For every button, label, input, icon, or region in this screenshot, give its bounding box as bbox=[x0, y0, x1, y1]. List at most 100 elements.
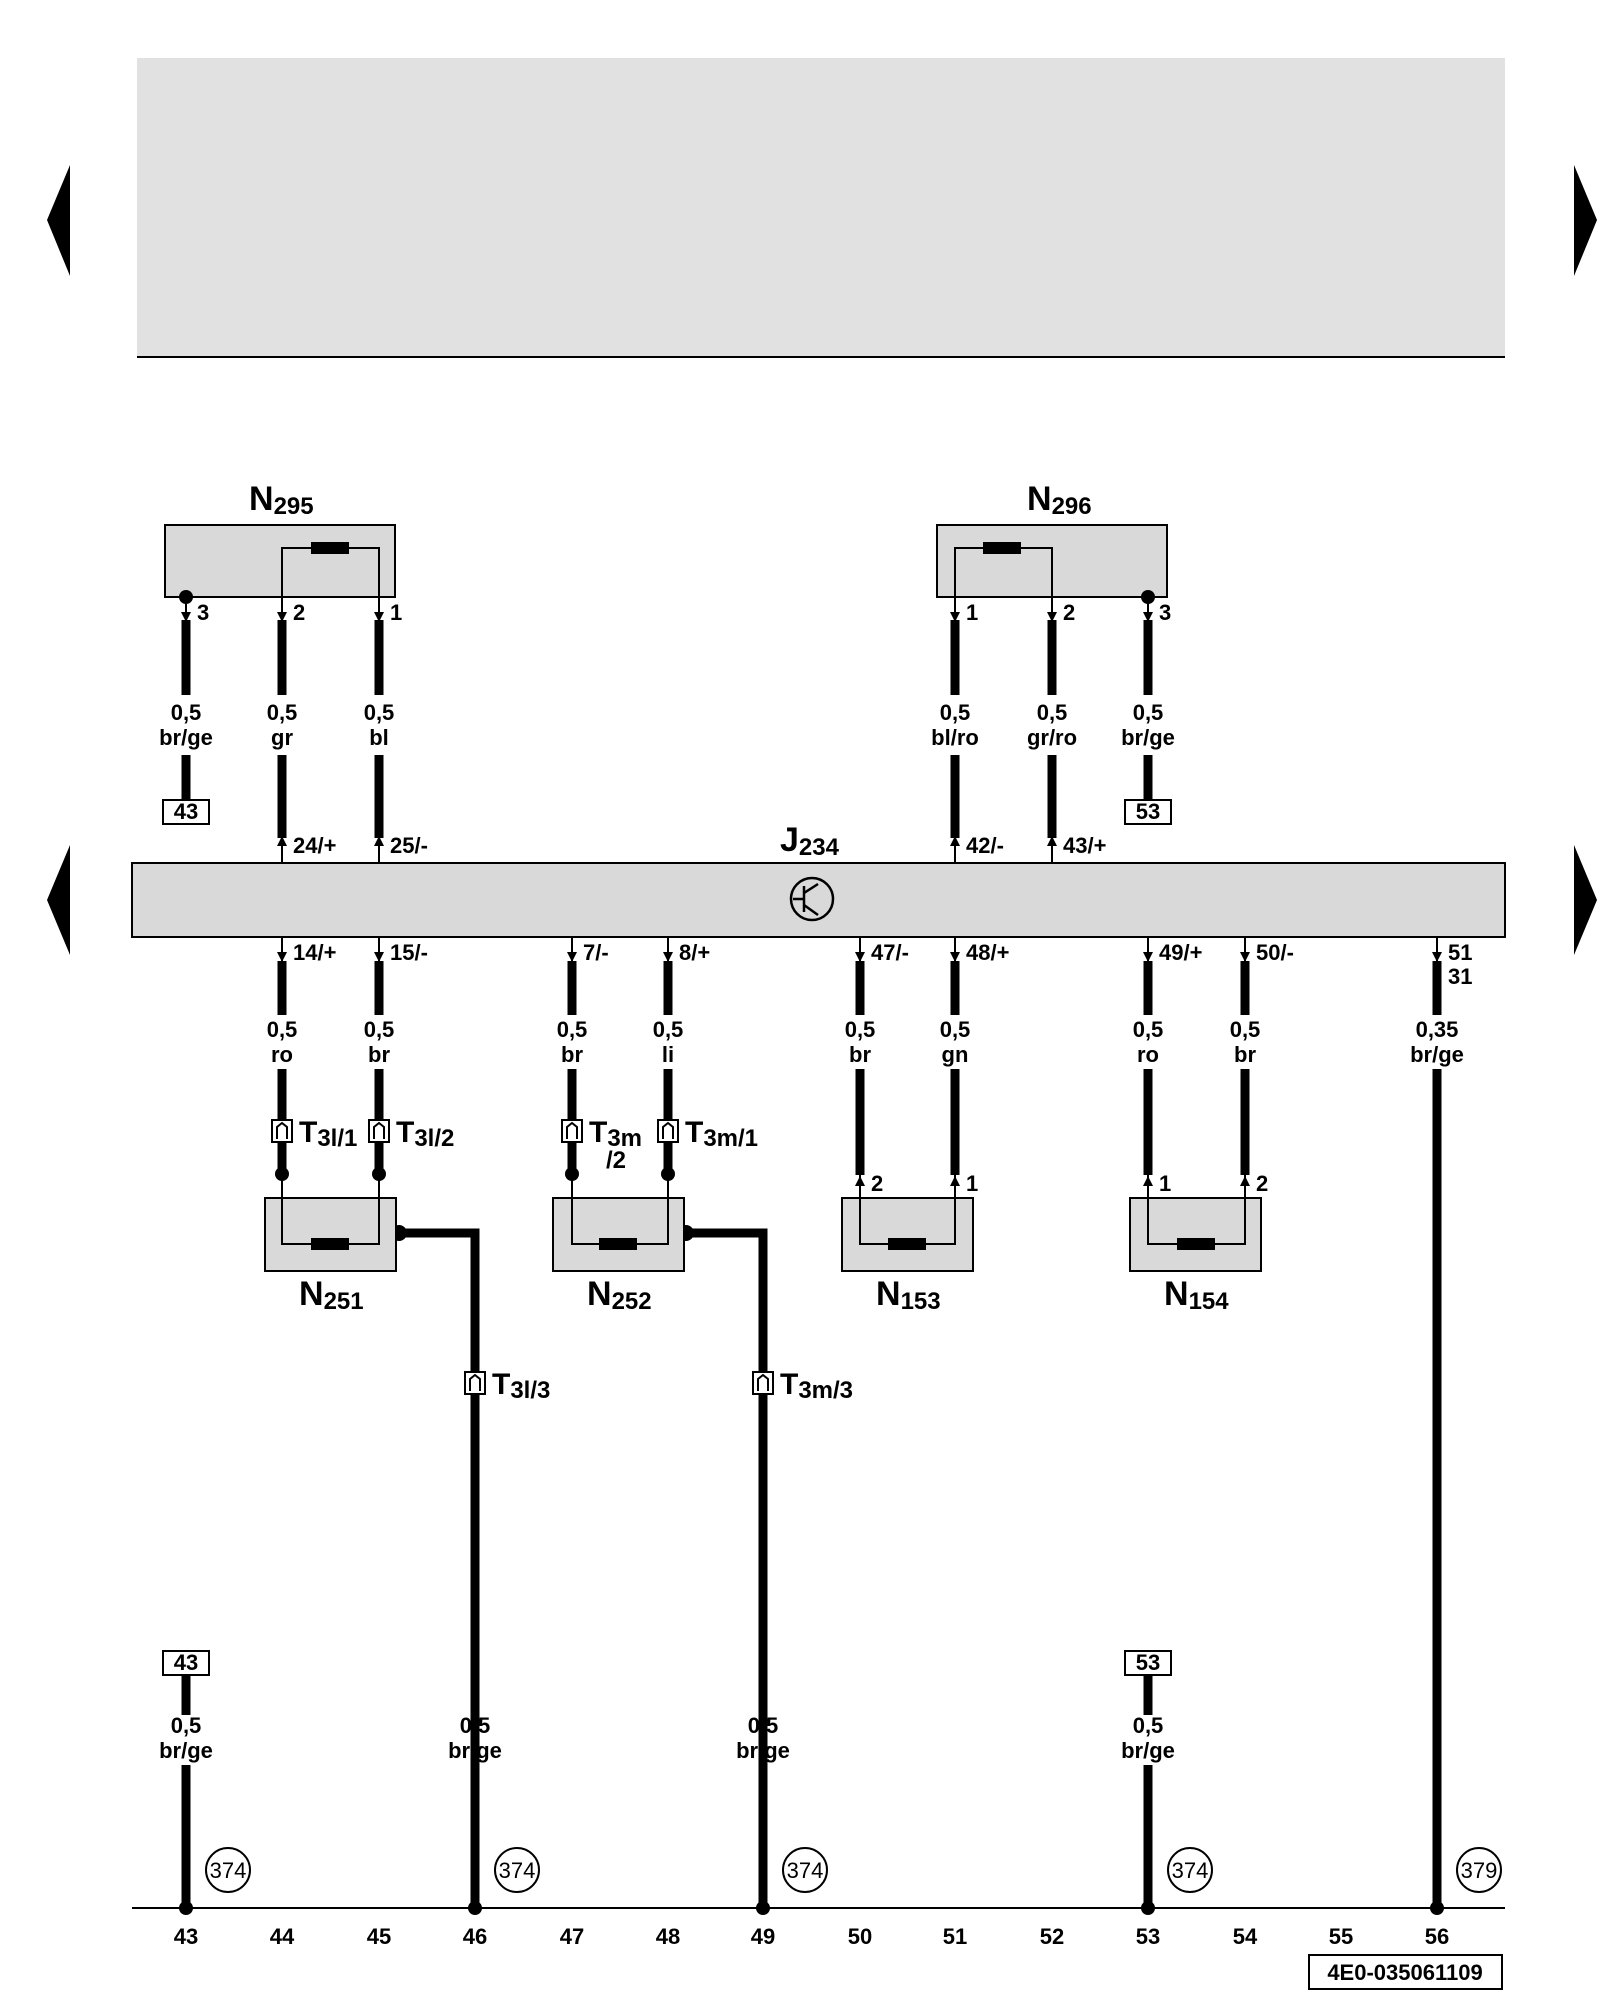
svg-text:gr: gr bbox=[271, 725, 293, 750]
svg-text:374: 374 bbox=[499, 1858, 536, 1883]
svg-text:T3l/1: T3l/1 bbox=[299, 1116, 357, 1152]
svg-text:50: 50 bbox=[848, 1924, 872, 1949]
svg-text:0,5: 0,5 bbox=[1133, 700, 1164, 725]
previous-section-arrow-icon[interactable] bbox=[47, 845, 70, 955]
j234-pin48: 48/+ bbox=[966, 940, 1009, 965]
ground-point-379[interactable]: 379 bbox=[1456, 1847, 1502, 1893]
svg-text:br/ge: br/ge bbox=[1121, 725, 1175, 750]
svg-text:0,5: 0,5 bbox=[940, 700, 971, 725]
connector-t3l1-label: T3l/1 bbox=[299, 1116, 357, 1152]
svg-text:0,5: 0,5 bbox=[364, 700, 395, 725]
ref-box-top-53[interactable]: 53 bbox=[1124, 799, 1172, 825]
ground-junctions bbox=[179, 1901, 1444, 1915]
n295-pin1: 1 bbox=[390, 600, 402, 625]
upper-wires bbox=[181, 620, 1153, 838]
j234-pin47: 47/- bbox=[871, 940, 909, 965]
svg-text:bl: bl bbox=[369, 725, 389, 750]
connector-t3m2-icon bbox=[561, 1119, 583, 1143]
n252-coil-icon bbox=[599, 1238, 637, 1250]
svg-text:0,5: 0,5 bbox=[460, 1713, 491, 1738]
svg-text:48: 48 bbox=[656, 1924, 680, 1949]
svg-text:54: 54 bbox=[1233, 1924, 1258, 1949]
connector-t3l3-icon bbox=[464, 1371, 486, 1395]
svg-text:53: 53 bbox=[1136, 1924, 1160, 1949]
j234-pin42: 42/- bbox=[966, 833, 1004, 858]
svg-text:T3m/1: T3m/1 bbox=[685, 1116, 758, 1152]
n154-pin1: 1 bbox=[1159, 1171, 1171, 1196]
ground-point-374-d[interactable]: 374 bbox=[1167, 1847, 1213, 1893]
ground-point-374-c[interactable]: 374 bbox=[782, 1847, 828, 1893]
n252-label: N252 bbox=[587, 1275, 652, 1315]
svg-text:47: 47 bbox=[560, 1924, 584, 1949]
svg-text:0,5: 0,5 bbox=[940, 1017, 971, 1042]
svg-text:0,5: 0,5 bbox=[171, 1713, 202, 1738]
ref-box-bottom-43[interactable]: 43 bbox=[162, 1650, 210, 1676]
n153-pin1: 1 bbox=[966, 1171, 978, 1196]
svg-text:br/ge: br/ge bbox=[448, 1738, 502, 1763]
svg-text:44: 44 bbox=[270, 1924, 295, 1949]
n154-coil-icon bbox=[1177, 1238, 1215, 1250]
svg-text:52: 52 bbox=[1040, 1924, 1064, 1949]
connector-t3l2-label: T3l/2 bbox=[396, 1116, 454, 1152]
svg-text:0,5: 0,5 bbox=[1230, 1017, 1261, 1042]
svg-text:T3m/3: T3m/3 bbox=[780, 1368, 853, 1404]
j234-pin7: 7/- bbox=[583, 940, 609, 965]
svg-text:ro: ro bbox=[271, 1042, 293, 1067]
connector-t3l3-label: T3l/3 bbox=[492, 1368, 550, 1404]
svg-text:0,5: 0,5 bbox=[557, 1017, 588, 1042]
svg-text:374: 374 bbox=[1172, 1858, 1209, 1883]
next-section-arrow-icon[interactable] bbox=[1574, 845, 1597, 955]
j234-pin15: 15/- bbox=[390, 940, 428, 965]
svg-text:bl/ro: bl/ro bbox=[931, 725, 979, 750]
connector-t3l2-icon bbox=[368, 1119, 390, 1143]
n296-pin1: 1 bbox=[966, 600, 978, 625]
lower-wire-labels: 0,5ro 0,5br 0,5br 0,5li 0,5br 0,5gn 0,5r… bbox=[159, 1017, 1464, 1763]
ground-point-374-b[interactable]: 374 bbox=[494, 1847, 540, 1893]
svg-text:0,35: 0,35 bbox=[1416, 1017, 1459, 1042]
svg-text:br/ge: br/ge bbox=[1121, 1738, 1175, 1763]
svg-text:ro: ro bbox=[1137, 1042, 1159, 1067]
previous-page-arrow-icon[interactable] bbox=[47, 165, 70, 276]
ref-box-top-43[interactable]: 43 bbox=[162, 799, 210, 825]
j234-pin24: 24/+ bbox=[293, 833, 336, 858]
n295-pin2: 2 bbox=[293, 600, 305, 625]
svg-text:0,5: 0,5 bbox=[1133, 1017, 1164, 1042]
track-numbers: 43 44 45 46 47 48 49 50 51 52 53 54 55 5… bbox=[174, 1924, 1449, 1949]
ground-point-374-a[interactable]: 374 bbox=[205, 1847, 251, 1893]
n296-label: N296 bbox=[1027, 480, 1092, 520]
svg-text:46: 46 bbox=[463, 1924, 487, 1949]
svg-text:0,5: 0,5 bbox=[267, 1017, 298, 1042]
svg-text:li: li bbox=[662, 1042, 674, 1067]
svg-text:45: 45 bbox=[367, 1924, 391, 1949]
svg-text:br: br bbox=[561, 1042, 583, 1067]
svg-text:N251: N251 bbox=[299, 1275, 364, 1315]
j234-pin25: 25/- bbox=[390, 833, 428, 858]
n251-label: N251 bbox=[299, 1275, 364, 1315]
header-band bbox=[137, 58, 1505, 357]
svg-text:51: 51 bbox=[943, 1924, 967, 1949]
next-page-arrow-icon[interactable] bbox=[1574, 165, 1597, 276]
n153-valve-box bbox=[841, 1197, 974, 1272]
svg-text:N154: N154 bbox=[1164, 1275, 1229, 1315]
connector-t3m3-icon bbox=[752, 1371, 774, 1395]
svg-text:br/ge: br/ge bbox=[159, 1738, 213, 1763]
svg-text:0,5: 0,5 bbox=[1133, 1713, 1164, 1738]
svg-text:N252: N252 bbox=[587, 1275, 652, 1315]
connector-t3l1-icon bbox=[271, 1119, 293, 1143]
svg-text:55: 55 bbox=[1329, 1924, 1353, 1949]
svg-text:0,5: 0,5 bbox=[1037, 700, 1068, 725]
connector-t3m1-label: T3m/1 bbox=[685, 1116, 758, 1152]
n295-pin3: 3 bbox=[197, 600, 209, 625]
lower-wires bbox=[181, 961, 1442, 1908]
svg-text:0,5: 0,5 bbox=[171, 700, 202, 725]
ref-box-bottom-53[interactable]: 53 bbox=[1124, 1650, 1172, 1676]
n153-coil-icon bbox=[888, 1238, 926, 1250]
n251-coil-icon bbox=[311, 1238, 349, 1250]
n295-label: N295 bbox=[249, 480, 314, 520]
j234-pin31: 31 bbox=[1448, 964, 1472, 989]
svg-text:374: 374 bbox=[210, 1858, 247, 1883]
svg-text:0,5: 0,5 bbox=[364, 1017, 395, 1042]
connector-t3m3-label: T3m/3 bbox=[780, 1368, 853, 1404]
svg-text:/2: /2 bbox=[606, 1147, 626, 1174]
